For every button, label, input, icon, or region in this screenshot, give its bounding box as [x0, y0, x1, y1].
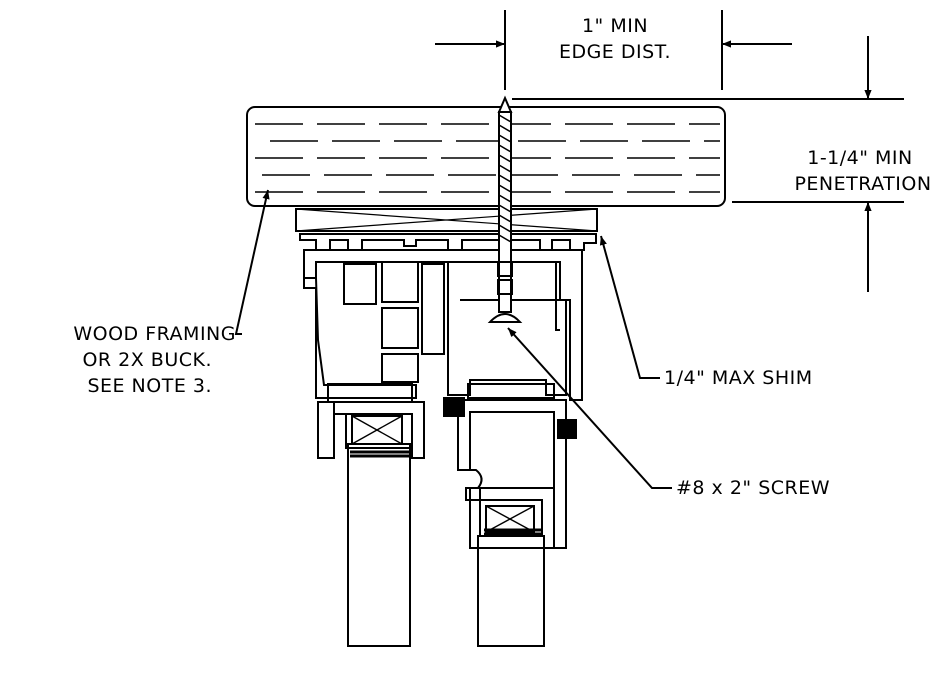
screw-label: #8 x 2" SCREW — [676, 477, 831, 499]
edge-distance-label-line1: 1" MIN — [581, 15, 649, 37]
wood-framing-label-line2: OR 2X BUCK. — [82, 349, 212, 371]
shim-label: 1/4" MAX SHIM — [664, 367, 813, 389]
penetration-label-line2: PENETRATION — [794, 173, 932, 195]
penetration-label-line1: 1-1/4" MIN — [807, 147, 913, 169]
edge-distance-label-line2: EDGE DIST. — [558, 41, 672, 63]
edge-distance-dimension — [435, 10, 792, 90]
wood-framing-label-line3: SEE NOTE 3. — [87, 375, 212, 397]
leader-lines — [234, 189, 672, 489]
wood-framing-label-line1: WOOD FRAMING — [73, 323, 236, 345]
right-sash — [443, 397, 577, 647]
screw — [487, 95, 523, 323]
left-sash — [317, 401, 425, 647]
wood-framing-block — [246, 106, 726, 207]
penetration-dimension — [512, 36, 904, 292]
window-frame-profile — [299, 233, 597, 403]
shim — [295, 208, 598, 232]
